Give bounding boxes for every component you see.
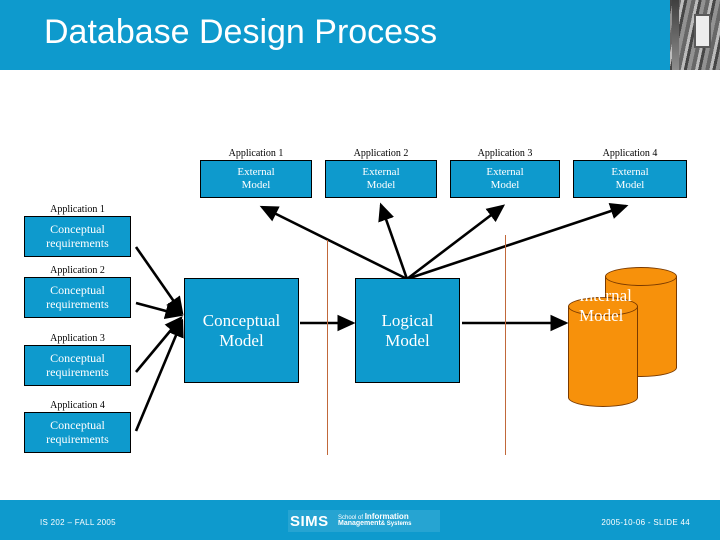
connector-arrows	[134, 202, 629, 432]
external-model-caption-2: Application 2	[353, 148, 409, 159]
page-title: Database Design Process	[44, 13, 438, 51]
external-model-line2-1: Model	[241, 179, 271, 191]
conceptual-requirements-line2-2: requirements	[46, 296, 109, 311]
conceptual-model-line1: Conceptual	[202, 310, 281, 330]
conceptual-requirements-line2-3: requirements	[46, 364, 109, 379]
external-model-caption-3: Application 3	[477, 148, 533, 159]
conceptual-requirements-line1-3: Conceptual	[50, 350, 105, 365]
external-model-caption-4: Application 4	[602, 148, 658, 159]
divider-conceptual-logical	[327, 240, 328, 455]
cylinder-top-ellipse	[568, 297, 638, 316]
sims-information: Information	[364, 512, 409, 521]
external-model-line1-2: External	[362, 166, 400, 179]
sims-logo: SIMS School of Information Management& S…	[288, 510, 440, 532]
header-bar	[0, 0, 720, 70]
conceptual-requirements-line1-2: Conceptual	[50, 282, 105, 297]
conceptual-requirements-line1-1: Conceptual	[50, 221, 105, 236]
logical-model-line1: Logical	[381, 310, 434, 330]
sims-tagline-line2: Management& Systems	[338, 520, 411, 527]
external-model-caption-1: Application 1	[228, 148, 284, 159]
external-model-line2-3: Model	[490, 179, 520, 191]
conceptual-requirements-caption-2: Application 2	[50, 265, 105, 276]
internal-model-cylinder-front	[568, 297, 638, 407]
external-model-line2-4: Model	[615, 179, 645, 191]
external-model-line1-3: External	[486, 166, 524, 179]
sims-tagline-line1: School of Information	[338, 512, 409, 521]
cylinder-top-ellipse	[605, 267, 677, 286]
conceptual-requirements-caption-1: Application 1	[50, 204, 105, 215]
header-divider	[0, 70, 720, 75]
building-photo	[670, 0, 720, 70]
conceptual-requirements-caption-4: Application 4	[50, 400, 105, 411]
internal-model-line2: Model	[579, 306, 624, 326]
conceptual-requirements-line2-1: requirements	[46, 235, 109, 250]
sims-school-of: School of	[338, 515, 364, 521]
footer-bar	[0, 500, 720, 540]
sims-tagline: School of Information Management& System…	[338, 512, 440, 530]
sims-acronym: SIMS	[290, 513, 329, 530]
sims-management: Management	[338, 520, 381, 527]
conceptual-requirements-line2-4: requirements	[46, 431, 109, 446]
internal-model-line1: Internal	[579, 286, 632, 305]
divider-logical-internal	[505, 235, 506, 455]
conceptual-model-line2: Model	[219, 330, 264, 350]
internal-model-label: Internal Model	[579, 286, 632, 327]
logical-model-line2: Model	[385, 330, 430, 350]
cylinder-body	[568, 306, 638, 398]
conceptual-requirements-line1-4: Conceptual	[50, 417, 105, 432]
conceptual-requirements-caption-3: Application 3	[50, 333, 105, 344]
footer-slide-info: 2005-10-06 - SLIDE 44	[601, 518, 690, 527]
external-model-line1-1: External	[237, 166, 275, 179]
sims-and-systems: & Systems	[380, 521, 412, 527]
external-model-line2-2: Model	[366, 179, 396, 191]
footer-course-label: IS 202 – FALL 2005	[40, 518, 116, 527]
external-model-line1-4: External	[611, 166, 649, 179]
